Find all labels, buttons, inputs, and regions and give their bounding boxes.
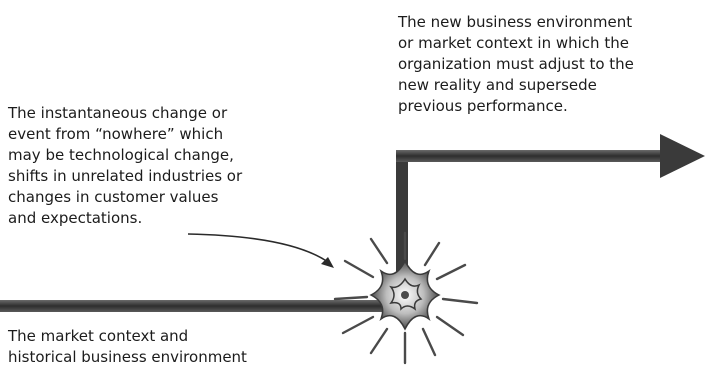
event-line-5: changes in customer values — [8, 188, 219, 206]
event-line-2: event from “nowhere” which — [8, 125, 224, 143]
historical-line-2: historical business environment — [8, 348, 247, 366]
pointer-arrow — [187, 233, 334, 268]
new-environment-line-1: The new business environment — [398, 13, 633, 31]
event-line-6: and expectations. — [8, 209, 143, 227]
event-label: The instantaneous change or event from “… — [8, 103, 242, 229]
starburst-icon — [333, 231, 479, 365]
historical-timeline — [0, 300, 392, 312]
historical-label: The market context and historical busine… — [8, 326, 247, 368]
arrow-right-icon — [660, 134, 705, 178]
new-environment-line-4: new reality and supersede — [398, 76, 597, 94]
new-environment-label: The new business environment or market c… — [398, 12, 634, 117]
historical-line-1: The market context and — [8, 327, 189, 345]
new-environment-line-5: previous performance. — [398, 97, 568, 115]
new-environment-line-3: organization must adjust to the — [398, 55, 634, 73]
event-line-3: may be technological change, — [8, 146, 234, 164]
event-line-4: shifts in unrelated industries or — [8, 167, 243, 185]
event-line-1: The instantaneous change or — [8, 104, 228, 122]
new-environment-line-2: or market context in which the — [398, 34, 629, 52]
new-environment-line — [396, 150, 664, 162]
